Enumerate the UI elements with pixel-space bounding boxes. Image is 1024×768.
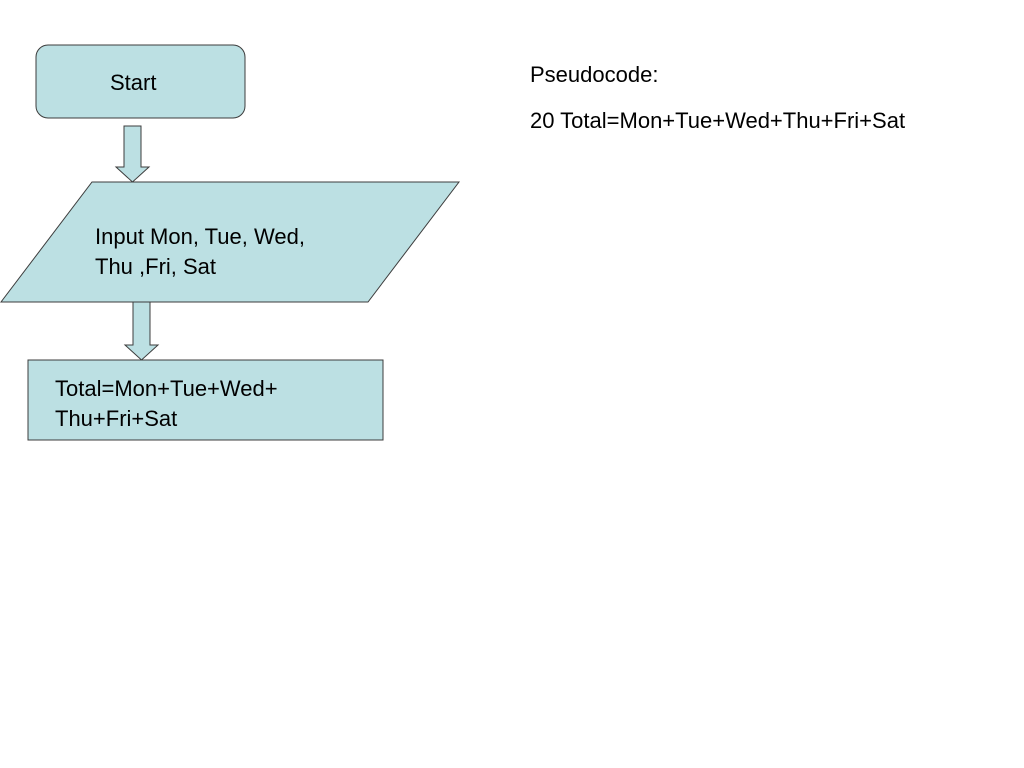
start-text: Start: [110, 70, 157, 95]
process-rectangle-shape: [27, 359, 384, 441]
pseudocode-title: Pseudocode:: [530, 62, 659, 87]
input-label: Input Mon, Tue, Wed, Thu ,Fri, Sat: [95, 222, 305, 282]
arrow-input-to-process: [123, 301, 160, 361]
process-text-line-1: Total=Mon+Tue+Wed+: [55, 376, 278, 401]
process-label: Total=Mon+Tue+Wed+ Thu+Fri+Sat: [55, 374, 278, 434]
input-text-line-2: Thu ,Fri, Sat: [95, 254, 217, 279]
input-text-line-1: Input Mon, Tue, Wed,: [95, 224, 305, 249]
start-terminator-shape: [35, 44, 246, 119]
input-parallelogram-shape: [0, 181, 461, 303]
pseudocode-line: 20 Total=Mon+Tue+Wed+Thu+Fri+Sat: [530, 108, 906, 133]
start-label: Start: [110, 68, 156, 98]
process-text-line-2: Thu+Fri+Sat: [55, 406, 178, 431]
arrow-start-to-input: [114, 125, 151, 183]
